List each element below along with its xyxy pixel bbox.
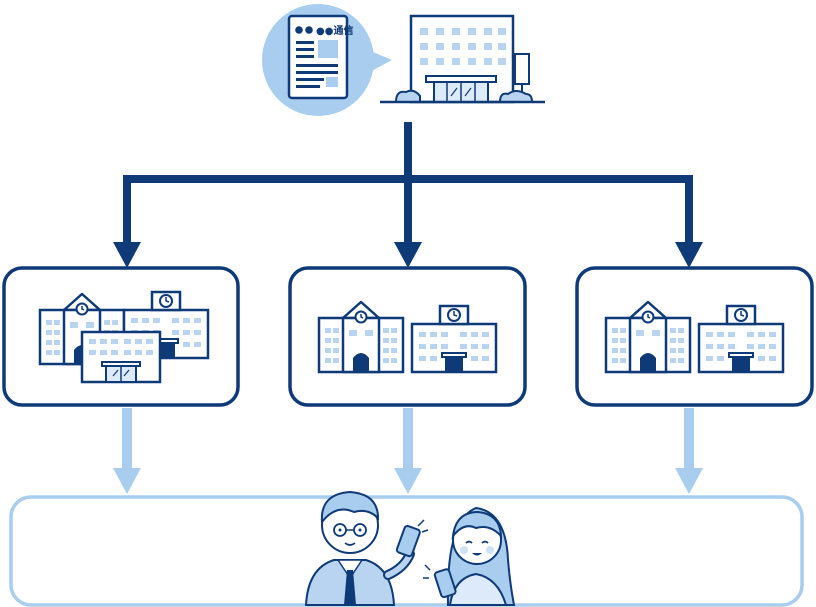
headquarters-building-icon [380, 14, 545, 104]
arrowhead-center [394, 242, 422, 268]
arrowhead-right [675, 242, 703, 268]
student-girl [423, 506, 516, 606]
school-group-left [2, 266, 240, 407]
school-group-center [288, 266, 527, 407]
notice-document-icon: ●●通信 [287, 14, 353, 100]
smartphone-icon [433, 568, 457, 599]
school-group-right [575, 266, 814, 407]
arrowhead-left [113, 242, 141, 268]
notice-bubble: ●●通信 [262, 4, 392, 116]
arrowheads [113, 242, 703, 268]
smartphone-icon [395, 525, 421, 558]
notice-title: ●●通信 [316, 24, 353, 37]
distribution-arrows [123, 122, 693, 252]
student-boy [304, 490, 429, 606]
light-arrows [113, 408, 703, 494]
branch-line [123, 175, 693, 252]
